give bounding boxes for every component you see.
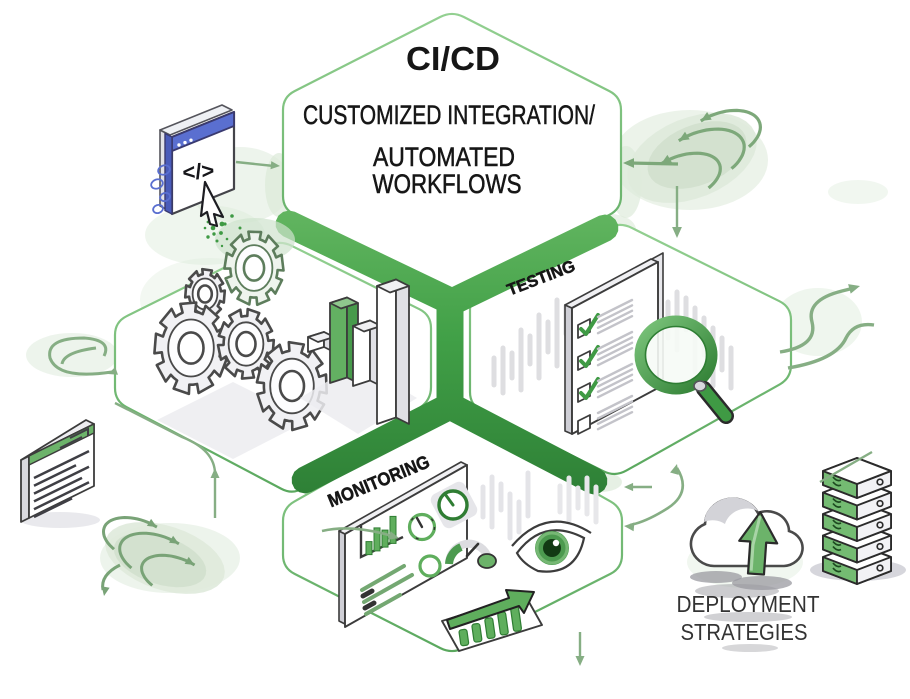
svg-text:AUTOMATED: AUTOMATED — [373, 142, 515, 172]
svg-text:DEPLOYMENT: DEPLOYMENT — [677, 591, 820, 617]
svg-text:CUSTOMIZED INTEGRATION/: CUSTOMIZED INTEGRATION/ — [303, 100, 595, 130]
svg-text:STRATEGIES: STRATEGIES — [681, 619, 808, 645]
svg-text:</>: </> — [182, 158, 215, 185]
svg-text:WORKFLOWS: WORKFLOWS — [373, 169, 522, 199]
svg-text:CI/CD: CI/CD — [406, 40, 500, 77]
